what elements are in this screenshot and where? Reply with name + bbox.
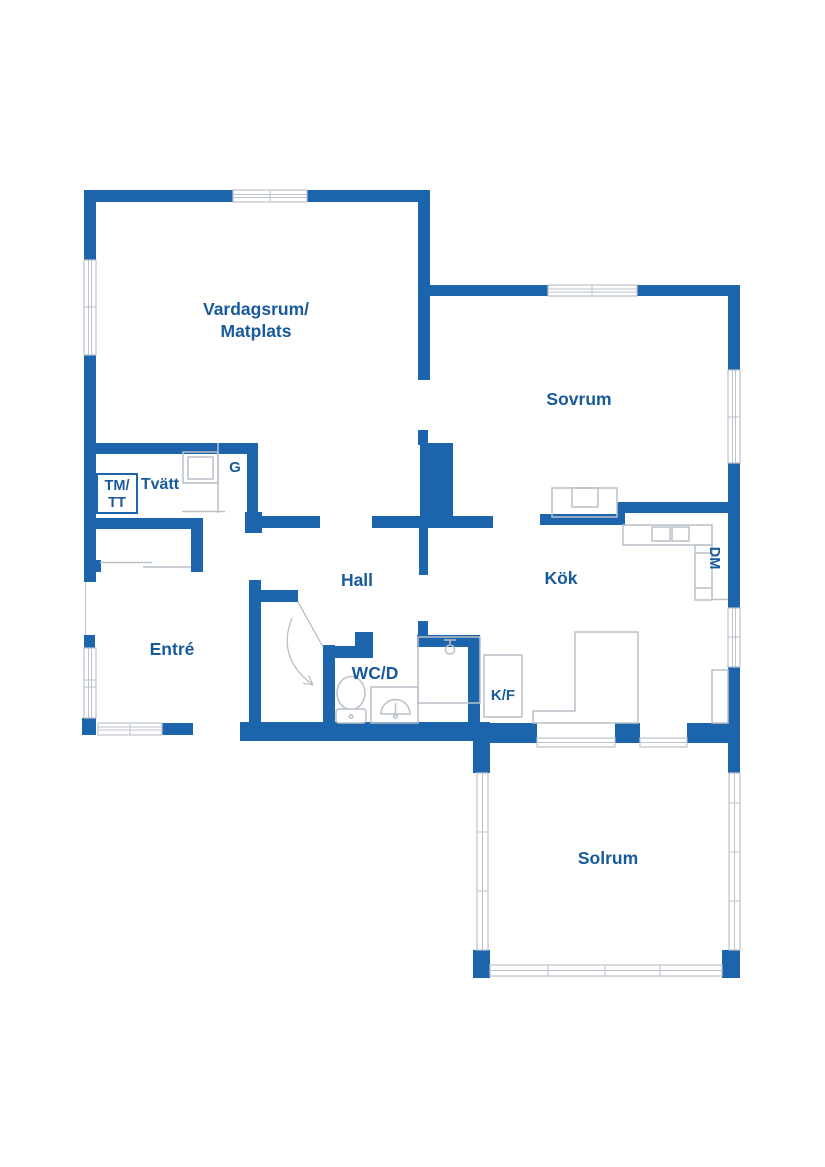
window-sunroom-right (728, 772, 741, 951)
shower-icon (417, 636, 481, 704)
sunroom-corner-bottomleft (473, 950, 490, 978)
wall-top-b (307, 190, 430, 202)
sunroom-label: Solrum (578, 848, 638, 868)
window-sunroom-left (476, 772, 489, 951)
wall-right-2 (728, 463, 740, 608)
washer-dryer-label-line1: TM/ (105, 478, 130, 494)
chimney-stub-bottom (419, 517, 428, 575)
wall-left-1 (84, 190, 96, 260)
fridge-freezer-label: K/F (491, 687, 515, 704)
sunroom-corner-bottomright (722, 950, 740, 978)
wall-bottom-kitchen-b (687, 723, 740, 743)
interior-walls (84, 430, 740, 723)
fixtures (100, 443, 729, 724)
hall-label: Hall (341, 570, 373, 590)
window-living-top (232, 189, 308, 203)
washer-dryer-box (96, 473, 138, 514)
kitchen-counter-right (694, 544, 728, 601)
window-sunroom-bottom (489, 964, 723, 977)
wall-bedroom-bottom-step (617, 502, 625, 525)
window-bedroom-right (727, 369, 741, 464)
entry-label: Entré (150, 639, 195, 659)
wall-closet-right (191, 518, 203, 572)
wall-right-3 (728, 667, 740, 773)
wall-wc-step (355, 632, 373, 658)
living-room-label-line2: Matplats (221, 321, 292, 341)
window-kitchen-sunroom-b (639, 737, 688, 748)
living-room-label-line1: Vardagsrum/ (203, 299, 309, 319)
kitchen-label: Kök (544, 568, 577, 588)
wall-laundry-top (84, 443, 258, 454)
wall-bedroom-bottom-right (617, 502, 740, 513)
wall-bottom-kitchen-mid (615, 723, 640, 743)
wall-bedroom-top-a (418, 285, 548, 296)
wall-shower-right (468, 635, 480, 723)
washer-dryer-label-line2: TT (108, 495, 126, 511)
wall-hall-stub (261, 590, 298, 602)
wall-hall-north (372, 516, 493, 528)
wall-right-1 (728, 285, 740, 370)
wall-bottom-main (240, 722, 473, 741)
wall-left-2 (84, 355, 96, 582)
kitchen-bench (711, 669, 729, 724)
wall-bedroom-bottom-left (540, 514, 625, 525)
wall-bottom-kitchen-a (490, 723, 537, 743)
bedroom-dresser (551, 487, 618, 518)
window-left-entry (83, 647, 97, 719)
sink-icon (370, 686, 419, 724)
window-left-living (83, 259, 97, 356)
wall-wc-top (323, 646, 363, 658)
fridge-freezer-box (483, 654, 523, 718)
wall-bottom-entry (162, 723, 193, 735)
window-bedroom-top (547, 284, 638, 297)
window-entry-bottom (97, 722, 163, 736)
kitchen-counter-top (622, 524, 713, 546)
wall-hall-west (249, 580, 261, 722)
wall-left-3 (84, 635, 95, 648)
dishwasher-label: DM (706, 547, 722, 570)
wall-laundry-right (247, 443, 258, 517)
window-kitchen-sunroom-a (536, 737, 616, 748)
wall-laundry-hall (247, 516, 320, 528)
entry-door-swing (286, 601, 324, 686)
wall-left-corner (82, 718, 96, 735)
windows (83, 189, 741, 977)
room-labels: Vardagsrum/ Matplats Sovrum Tvätt G Hall… (96, 299, 722, 868)
window-kitchen-right (727, 607, 741, 668)
wall-wc-left (323, 645, 335, 723)
washing-machine-icon (182, 451, 219, 484)
chimney-stub-top (418, 430, 428, 445)
chimney-block (420, 443, 453, 517)
wall-shower-top (417, 635, 480, 647)
wall-top-a (84, 190, 233, 202)
sunroom-corner-topleft (473, 722, 490, 773)
wall-closet-top (84, 518, 203, 529)
wall-shower-stub (418, 621, 428, 637)
toilet-icon (335, 675, 367, 724)
wall-bedroom-top-b (637, 285, 740, 296)
bathroom-label: WC/D (352, 663, 399, 683)
hob-burner-right (671, 526, 690, 542)
bedroom-label: Sovrum (546, 389, 611, 409)
wall-closet-stub (93, 560, 101, 572)
outer-walls (82, 190, 740, 978)
kitchen-island (532, 631, 639, 724)
hob-burner-left (651, 526, 671, 542)
laundry-label: Tvätt (141, 476, 180, 493)
wardrobe-label: G (229, 459, 241, 476)
washer-dryer-badge: TM/ TT (96, 473, 138, 514)
closet-sliding-doors (100, 561, 191, 568)
